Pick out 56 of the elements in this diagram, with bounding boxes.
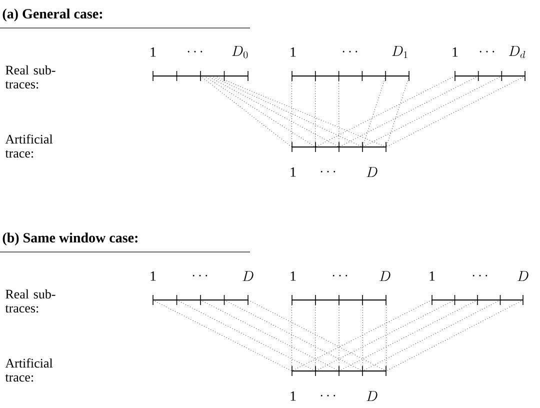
dotted-line — [362, 300, 501, 372]
panel-title: (a) General case: — [2, 8, 102, 22]
dotted-line — [386, 300, 524, 372]
dotted-line — [210, 76, 363, 148]
dotted-line — [200, 76, 292, 148]
dotted-line — [338, 300, 340, 372]
dotted-line — [315, 300, 316, 372]
trace-bar — [292, 142, 386, 152]
axis-label: 1 — [290, 391, 296, 401]
axis-label: $D_0$ — [232, 46, 248, 58]
dotted-line — [386, 76, 526, 148]
axis-label: $D_1$ — [392, 46, 408, 58]
dotted-line — [315, 76, 456, 148]
dotted-line — [338, 300, 478, 372]
axis-label: $\cdots$ — [192, 274, 208, 276]
axis-label: 1 — [290, 167, 296, 177]
axis-label: $D_d$ — [508, 46, 526, 58]
dotted-line — [248, 300, 386, 372]
dotted-line — [292, 300, 432, 372]
trace-bar — [292, 70, 410, 82]
dotted-line — [315, 300, 455, 372]
dotted-line — [362, 300, 363, 372]
trace-bar — [152, 70, 248, 82]
axis-label: 1 — [150, 47, 156, 57]
dotted-line — [214, 76, 386, 148]
axis-label: $D$ — [242, 271, 254, 281]
axis-label: 1 — [430, 271, 435, 281]
axis-label: $D$ — [518, 271, 528, 281]
dotted-line — [207, 76, 340, 148]
trace-bar — [432, 294, 524, 306]
axis-label: $D$ — [380, 271, 390, 281]
row-label: Artificial trace: — [5, 134, 53, 158]
dotted-line — [204, 76, 316, 148]
trace-bar — [292, 366, 386, 376]
dotted-line — [362, 76, 502, 148]
dotted-line — [152, 300, 292, 372]
dotted-line — [224, 300, 363, 372]
axis-label: 1 — [290, 47, 296, 57]
dotted-line — [176, 300, 316, 372]
dotted-line — [386, 76, 410, 148]
dotted-line — [338, 76, 340, 148]
trace-bar — [292, 294, 386, 306]
axis-label: $D$ — [366, 391, 378, 401]
axis-label: 1 — [290, 271, 296, 281]
dotted-line — [315, 76, 316, 148]
row-label: Real sub-traces: — [5, 65, 56, 89]
dotted-line — [362, 76, 386, 148]
trace-bar — [454, 70, 526, 82]
row-label: Real sub-traces: — [5, 289, 56, 313]
axis-label: 1 — [150, 271, 156, 281]
dotted-line — [338, 76, 479, 148]
axis-label: 1 — [452, 47, 458, 57]
dotted-line — [200, 300, 340, 372]
trace-bar — [152, 294, 248, 306]
axis-label: $D$ — [366, 167, 378, 177]
row-label: Artificial trace: — [5, 358, 53, 382]
